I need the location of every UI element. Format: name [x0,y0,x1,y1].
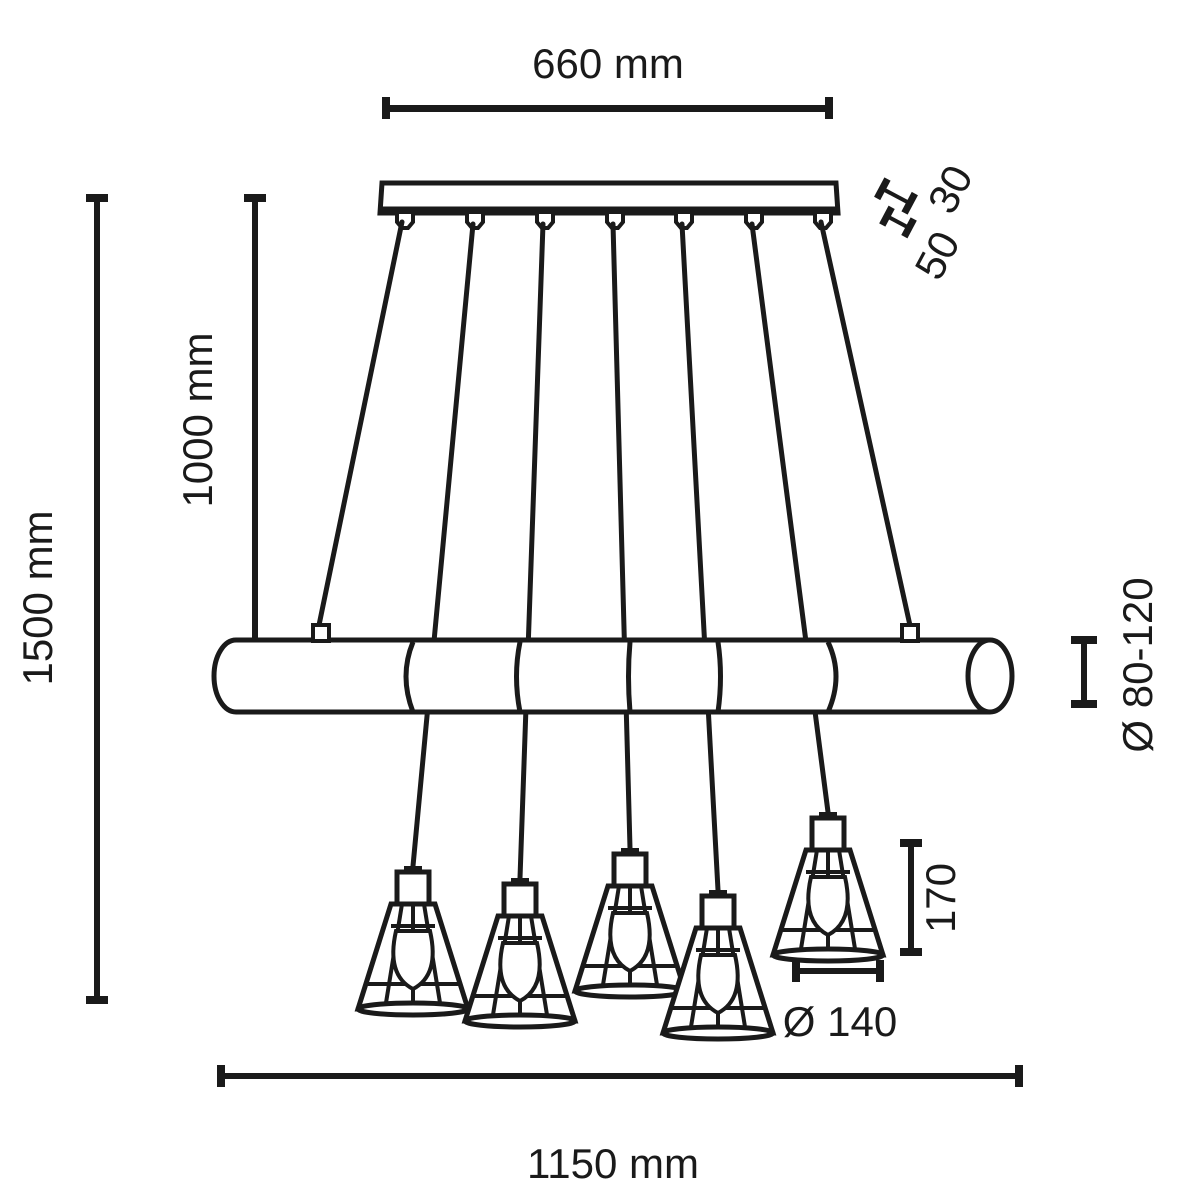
dimension-1150mm-label: 1150 mm [527,1140,699,1187]
dimension-1150mm: 1150 mm [217,1065,1023,1187]
dimension-1500mm-label: 1500 mm [14,510,61,685]
dimension-1000mm: 1000 mm [174,194,266,648]
pendant-lamp-2 [461,878,579,1030]
dimension-30-label: 30 [918,158,981,221]
dimension-660mm-label: 660 mm [532,40,684,87]
dimension-50-label: 50 [905,224,968,287]
pendant-lamp-1 [354,866,472,1018]
ceiling-mount-plate [377,180,841,230]
dimension-1500mm: 1500 mm [14,194,108,1004]
dimension-170: 170 [900,839,964,956]
dimension-shade-diameter-label: Ø 140 [783,998,897,1045]
beam-cable-wraps [403,640,839,714]
pendant-lamp-5 [769,812,887,964]
pendant-lamp-4 [659,890,777,1042]
dimension-170-label: 170 [917,863,964,933]
dimension-beam-diameter: Ø 80-120 [1071,577,1161,753]
dimension-plate-markers: 30 50 [874,158,982,287]
beam-end-brackets [311,623,920,643]
pendant-lamps [354,812,887,1042]
dimension-beam-diameter-label: Ø 80-120 [1114,577,1161,752]
dimension-shade-diameter: Ø 140 [783,960,897,1045]
suspension-cables [315,219,914,893]
wooden-beam [211,623,1015,715]
dimension-1000mm-label: 1000 mm [174,332,221,507]
pendant-lamp-3 [571,848,689,1000]
dimension-660mm: 660 mm [382,40,833,119]
